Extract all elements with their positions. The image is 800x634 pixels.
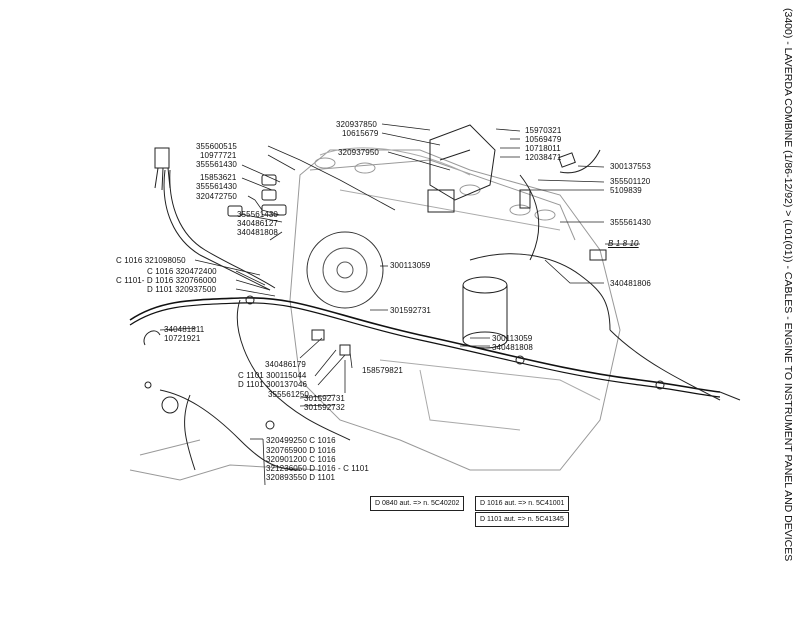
part-label: 340481806: [610, 279, 651, 288]
page-title-vertical: (3400) - LAVERDA COMBINE (1/86-12/92) > …: [780, 8, 796, 628]
part-label: 15970321: [525, 126, 562, 135]
part-label: 301592732: [304, 403, 345, 412]
part-label: 10718011: [525, 144, 561, 153]
part-label: 10615679: [342, 129, 379, 138]
part-label: 301592731: [390, 306, 431, 315]
part-label: 10977721: [200, 151, 237, 160]
serial-note-d1101: D 1101 aut. => n. 5C41345: [475, 512, 569, 527]
part-label: C 1016 321098050: [116, 256, 186, 265]
page-title: (3400) - LAVERDA COMBINE (1/86-12/92) > …: [782, 8, 794, 562]
part-label: 320893550 D 1101: [266, 473, 336, 482]
part-label: 320901200 C 1016: [266, 455, 336, 464]
part-label: 300113059: [492, 334, 533, 343]
part-label: D 1101 300137046: [238, 380, 308, 389]
part-label: 340486179: [265, 360, 306, 369]
serial-note-d1016: D 1016 aut. => n. 5C41001: [475, 496, 570, 511]
part-label: 320937850: [336, 120, 377, 129]
part-label: 10721921: [164, 334, 201, 343]
part-label: B 1 8 10: [608, 239, 639, 248]
part-label: 300113059: [390, 261, 431, 270]
part-label: 12038471: [525, 153, 562, 162]
part-label: C 1016 320472400: [147, 267, 217, 276]
part-label: D 1101 320937500: [147, 285, 217, 294]
part-label: 355561430: [610, 218, 651, 227]
part-label: 158579821: [362, 366, 403, 375]
part-label: 355561250: [268, 390, 309, 399]
part-label: 300137553: [610, 162, 651, 171]
part-label: 320937950: [338, 148, 379, 157]
part-label: 10569479: [525, 135, 562, 144]
part-label: 355501120: [610, 177, 651, 186]
part-label: 355600515: [196, 142, 237, 151]
part-label: 340481811: [164, 325, 205, 334]
part-label: 15853621: [200, 173, 237, 182]
serial-note-d0840: D 0840 aut. => n. 5C40202: [370, 496, 465, 511]
part-label: 320499250 C 1016: [266, 436, 336, 445]
part-label: 340481808: [492, 343, 533, 352]
part-label: 340486127: [237, 219, 278, 228]
part-label: C 1101- D 1016 320766000: [116, 276, 217, 285]
part-label: 321236050 D 1016 - C 1101: [266, 464, 369, 473]
part-label: 355561430: [237, 210, 278, 219]
part-label: 320765900 D 1016: [266, 446, 336, 455]
part-label: 355561430: [196, 160, 237, 169]
part-label: C 1101 300115044: [238, 371, 307, 380]
part-label: 340481808: [237, 228, 278, 237]
part-label: 355561430: [196, 182, 237, 191]
part-label: 320472750: [196, 192, 237, 201]
part-label: 5109839: [610, 186, 642, 195]
part-label: 301592731: [304, 394, 345, 403]
